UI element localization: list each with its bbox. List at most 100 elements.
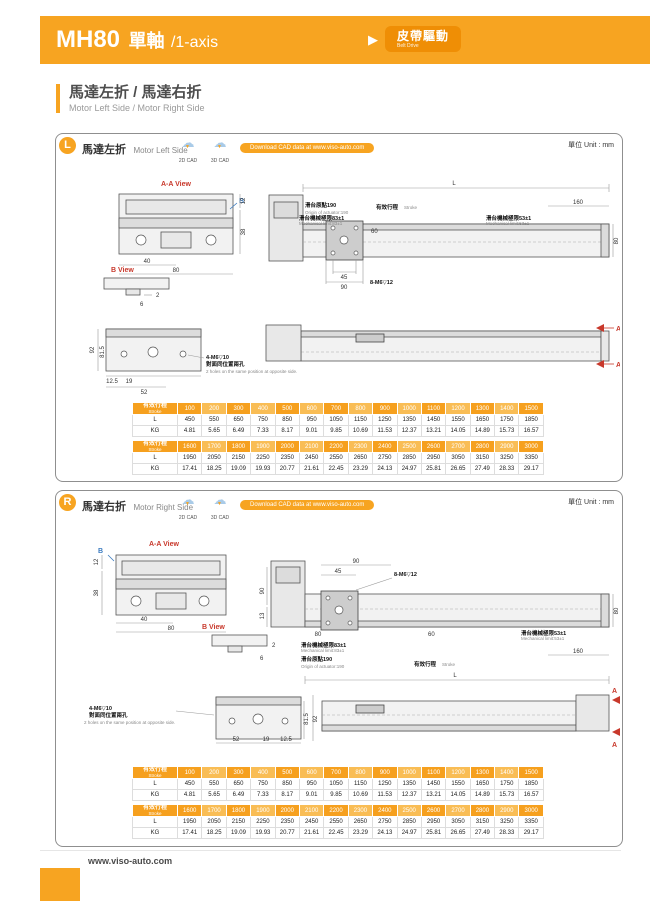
value-cell: 1250: [372, 414, 398, 426]
value-cell: 2850: [396, 816, 422, 828]
value-cell: 5.65: [201, 425, 227, 437]
value-cell: 23.29: [347, 827, 374, 839]
origin-label-zh: 滑台原點190: [301, 655, 332, 663]
value-cell: 25.81: [420, 463, 447, 475]
stroke-col-header: 2700: [445, 804, 471, 817]
value-cell: 1950: [176, 452, 203, 464]
value-cell: 29.17: [518, 827, 544, 839]
stroke-col-header: 2900: [494, 440, 520, 453]
value-cell: 3050: [445, 816, 471, 828]
stroke-col-header: 1300: [469, 766, 496, 779]
value-cell: 850: [274, 414, 300, 426]
row-label-cell: L: [132, 452, 178, 464]
dim-label: 12: [94, 558, 100, 565]
origin-label-en: Origin of actuator:190: [305, 210, 349, 215]
panel-title-zh: 馬達右折: [82, 501, 126, 513]
value-cell: 25.81: [420, 827, 447, 839]
value-cell: 1450: [420, 414, 447, 426]
value-cell: 3250: [494, 816, 520, 828]
dim-label: 45: [341, 275, 348, 281]
cad-2d-download[interactable]: ☁▼ 2D CAD: [174, 136, 202, 167]
b-view-shape: [211, 634, 268, 653]
base-holes-label: 4-M6▽10: [206, 355, 229, 361]
value-cell: 23.29: [347, 463, 374, 475]
stroke-col-header: 200: [201, 766, 227, 779]
value-cell: 18.25: [201, 827, 227, 839]
stroke-col-header: 1000: [396, 766, 422, 779]
stroke-col-header: 2100: [298, 804, 325, 817]
value-cell: 28.33: [494, 827, 520, 839]
section-a-arrows: A A: [612, 688, 620, 749]
value-cell: 13.21: [420, 789, 447, 801]
value-cell: 950: [298, 414, 325, 426]
value-cell: 18.25: [201, 463, 227, 475]
limit53-label-zh: 滑台機械極限53±1: [521, 629, 566, 637]
motor-left-drawing: A-A View B 40 80 12 38 B View: [90, 181, 620, 396]
dim-label: 2: [272, 643, 276, 649]
dim-label: 81.5: [304, 713, 310, 725]
download-cad-link[interactable]: Download CAD data at www.viso-auto.com: [240, 143, 375, 153]
value-cell: 6.49: [225, 425, 252, 437]
drive-type-group: ▶ 皮帶驅動 Belt Drive: [368, 26, 462, 52]
limit53-label-en: Mechanical limit:53±1: [486, 221, 530, 226]
dim-label: 80: [614, 607, 620, 614]
value-cell: 1550: [445, 778, 471, 790]
cloud-download-icon: ☁▼: [206, 493, 234, 507]
motor-front-shape: [105, 328, 202, 372]
value-cell: 2450: [298, 816, 325, 828]
limit53-label-zh: 滑台機械極限53±1: [486, 214, 531, 222]
top-view-shape: [268, 194, 610, 262]
stroke-col-header: 1100: [420, 766, 447, 779]
stroke-col-header: 1500: [518, 766, 544, 779]
value-cell: 550: [201, 414, 227, 426]
stroke-col-header: 400: [250, 766, 276, 779]
stroke-col-header: 1600: [176, 804, 203, 817]
value-cell: 26.65: [445, 827, 471, 839]
value-cell: 2050: [201, 816, 227, 828]
download-cad-link[interactable]: Download CAD data at www.viso-auto.com: [240, 500, 375, 510]
stroke-col-header: 1200: [445, 766, 471, 779]
stroke-label-en: Stroke: [442, 662, 456, 667]
stroke-col-header: 800: [347, 766, 374, 779]
value-cell: 2750: [372, 452, 398, 464]
stroke-col-header: 2800: [469, 804, 496, 817]
b-view-label: B View: [202, 624, 225, 631]
limit83-label-en: Mechanical limit:83±1: [301, 648, 345, 653]
stroke-col-header: 2000: [274, 440, 300, 453]
stroke-col-header: 1100: [420, 402, 447, 415]
base-holes-label-zh: 對面同位置兩孔: [206, 360, 245, 368]
dim-label: 40: [144, 259, 151, 265]
stroke-col-header: 2200: [323, 440, 349, 453]
stroke-col-header: 1700: [201, 440, 227, 453]
origin-label-zh: 滑台原點190: [305, 201, 336, 209]
value-cell: 8.17: [274, 789, 300, 801]
value-cell: 1350: [396, 414, 422, 426]
cad-3d-download[interactable]: ☁▼ 3D CAD: [206, 493, 234, 524]
cad-3d-download[interactable]: ☁▼ 3D CAD: [206, 136, 234, 167]
dim-label: 92: [90, 346, 96, 353]
value-cell: 2050: [201, 452, 227, 464]
value-cell: 2550: [323, 816, 349, 828]
value-cell: 1050: [323, 778, 349, 790]
row-label-cell: L: [132, 816, 178, 828]
dim-label: 6: [260, 656, 264, 662]
panel-motor-left: L 馬達左折 Motor Left Side ☁▼ 2D CAD ☁▼ 3D C…: [55, 133, 623, 482]
value-cell: 1650: [469, 778, 496, 790]
stroke-col-header: 2900: [494, 804, 520, 817]
value-cell: 9.85: [323, 425, 349, 437]
value-cell: 7.33: [250, 789, 276, 801]
value-cell: 17.41: [176, 463, 203, 475]
cad-2d-download[interactable]: ☁▼ 2D CAD: [174, 493, 202, 524]
aa-view-label: A-A View: [161, 181, 192, 188]
cad-3d-label: 3D CAD: [210, 515, 230, 521]
dim-label: 90: [353, 559, 360, 565]
value-cell: 9.85: [323, 789, 349, 801]
dim-label: 12: [241, 197, 247, 204]
value-cell: 650: [225, 414, 252, 426]
value-cell: 27.49: [469, 463, 496, 475]
stroke-col-header: 700: [323, 402, 349, 415]
